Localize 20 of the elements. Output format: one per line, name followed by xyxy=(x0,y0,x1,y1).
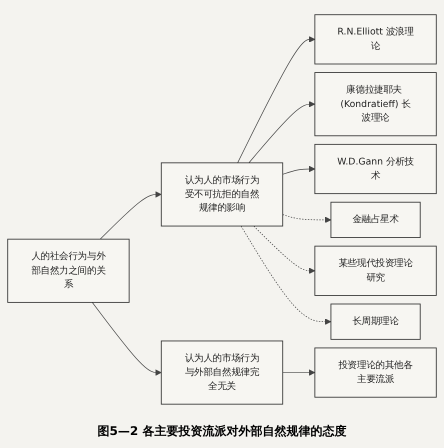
figure-caption: 图5—2 各主要投资流派对外部自然规律的态度 xyxy=(98,423,346,440)
node-box: 投资理论的其他各主要流派 xyxy=(314,348,437,398)
node-box: 金融占星术 xyxy=(330,202,421,238)
node-box: 某些现代投资理论研究 xyxy=(314,246,437,296)
arrow xyxy=(253,226,316,274)
node-box: 认为人的市场行为受不可抗拒的自然规律的影响 xyxy=(160,162,284,227)
arrow xyxy=(240,226,332,325)
node-box: 人的社会行为与外部自然力之间的关系 xyxy=(7,238,130,303)
arrow xyxy=(92,302,162,376)
node-box: 认为人的市场行为与外部自然规律完全无关 xyxy=(160,340,284,405)
node-box: 康德拉捷耶夫 (Kondratieff) 长波理论 xyxy=(314,72,437,136)
arrow xyxy=(282,166,316,175)
arrow xyxy=(248,101,316,164)
arrow xyxy=(282,214,332,224)
arrow xyxy=(100,191,162,240)
node-box: R.N.Elliott 波浪理论 xyxy=(314,14,437,64)
arrow xyxy=(237,36,316,164)
node-box: W.D.Gann 分析技术 xyxy=(314,144,437,194)
node-box: 长周期理论 xyxy=(330,304,421,340)
arrow xyxy=(282,369,316,376)
